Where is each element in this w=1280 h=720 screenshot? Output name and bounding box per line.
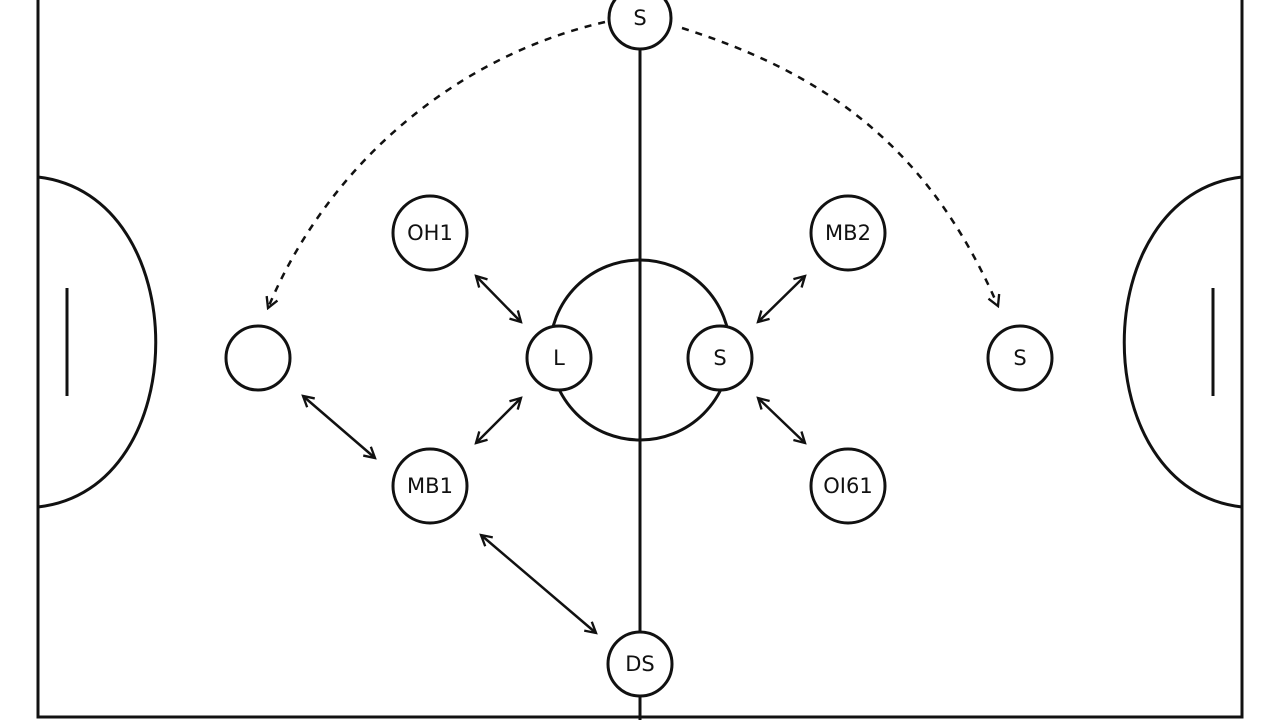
player-oh2: OI61	[809, 447, 887, 525]
arrow-left-empty-mb1	[303, 396, 375, 458]
player-mb1: MB1	[391, 447, 469, 525]
player-top-setter: S	[607, 0, 673, 51]
player-label: DS	[625, 652, 655, 676]
left-goal-arc	[37, 175, 158, 509]
player-label: MB2	[825, 221, 871, 245]
player-label: S	[713, 346, 726, 370]
arrow-oh1-libero	[476, 276, 521, 322]
player-label: OH1	[407, 221, 453, 245]
dashed-arrow-right	[681, 26, 998, 306]
arrow-libero-mb1	[476, 398, 521, 443]
player-ds: DS	[606, 630, 674, 698]
player-label: S	[633, 6, 646, 30]
player-right-setter: S	[986, 324, 1054, 392]
player-label: OI61	[823, 474, 872, 498]
arrow-mb1-ds	[481, 535, 596, 633]
player-label: S	[1013, 346, 1026, 370]
player-oh1: OH1	[391, 194, 469, 272]
dashed-arrow-left	[268, 20, 606, 308]
player-label: L	[553, 346, 565, 370]
player-mb2: MB2	[809, 194, 887, 272]
player-center-setter: S	[686, 324, 754, 392]
player-left-empty	[224, 324, 292, 392]
arrow-setter-oh2	[758, 398, 805, 443]
right-goal-arc	[1122, 175, 1243, 509]
player-label: MB1	[407, 474, 453, 498]
player-libero: L	[525, 324, 593, 392]
arrow-mb2-setter	[758, 276, 805, 322]
